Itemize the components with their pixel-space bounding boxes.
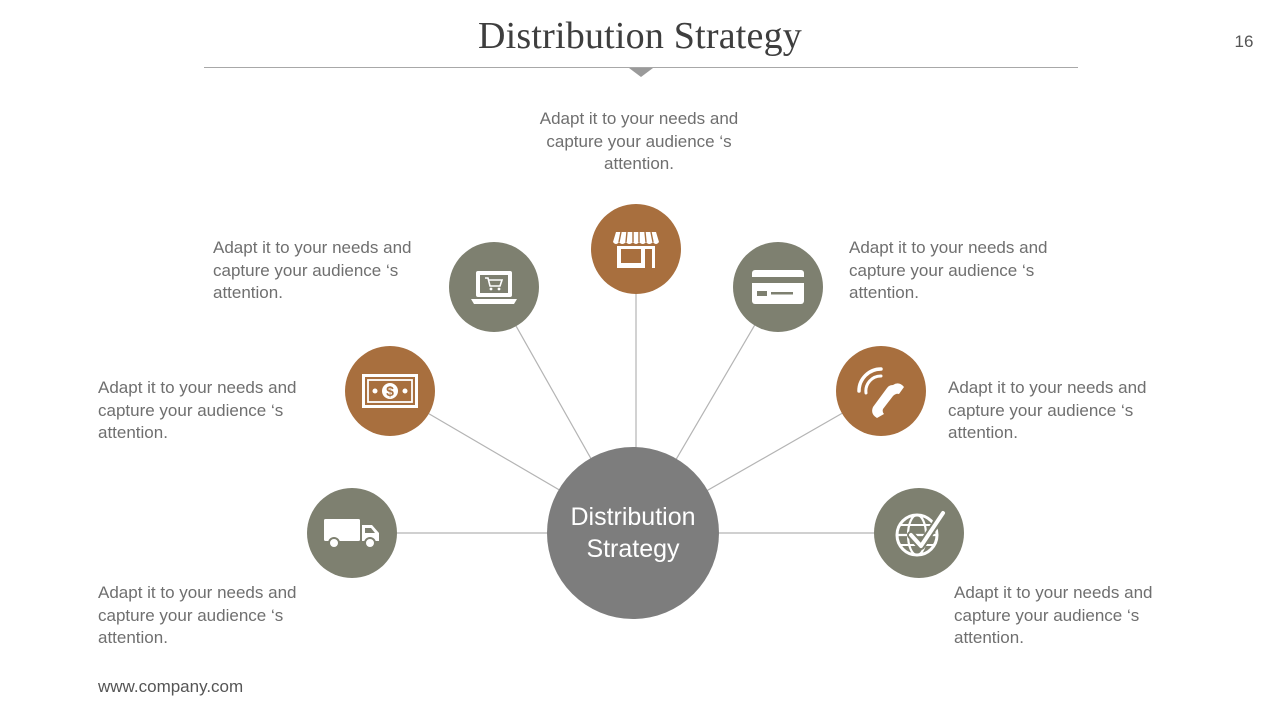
node-laptop bbox=[449, 242, 539, 332]
node-globe bbox=[874, 488, 964, 578]
caption-globe: Adapt it to your needs and capture your … bbox=[954, 583, 1153, 647]
caption-card: Adapt it to your needs and capture your … bbox=[849, 238, 1048, 302]
center-label-line1: Distribution bbox=[570, 503, 696, 531]
svg-text:$: $ bbox=[386, 383, 394, 399]
credit-card-icon bbox=[752, 270, 804, 304]
globe-check-icon bbox=[895, 509, 947, 557]
laptop-cart-icon bbox=[471, 271, 517, 304]
center-label-line2: Strategy bbox=[586, 535, 680, 563]
money-icon: $ bbox=[362, 374, 418, 408]
phone-icon bbox=[857, 367, 904, 418]
caption-truck: Adapt it to your needs and capture your … bbox=[98, 583, 297, 647]
node-card bbox=[733, 242, 823, 332]
slide-title: Distribution Strategy bbox=[477, 15, 802, 57]
title-pointer-triangle bbox=[629, 68, 653, 77]
caption-phone: Adapt it to your needs and capture your … bbox=[948, 378, 1147, 442]
node-phone bbox=[836, 346, 926, 436]
center-hub: Distribution Strategy bbox=[547, 447, 719, 619]
truck-icon bbox=[324, 519, 379, 549]
title-divider bbox=[204, 67, 1078, 68]
caption-store: Adapt it to your needs and capture your … bbox=[539, 109, 739, 173]
page-number: 16 bbox=[1234, 32, 1254, 51]
node-truck bbox=[307, 488, 397, 578]
caption-money: Adapt it to your needs and capture your … bbox=[98, 378, 297, 442]
storefront-icon bbox=[613, 231, 659, 268]
footer-url: www.company.com bbox=[98, 677, 244, 696]
caption-laptop: Adapt it to your needs and capture your … bbox=[213, 238, 412, 302]
node-store bbox=[591, 204, 681, 294]
node-money: $ bbox=[345, 346, 435, 436]
